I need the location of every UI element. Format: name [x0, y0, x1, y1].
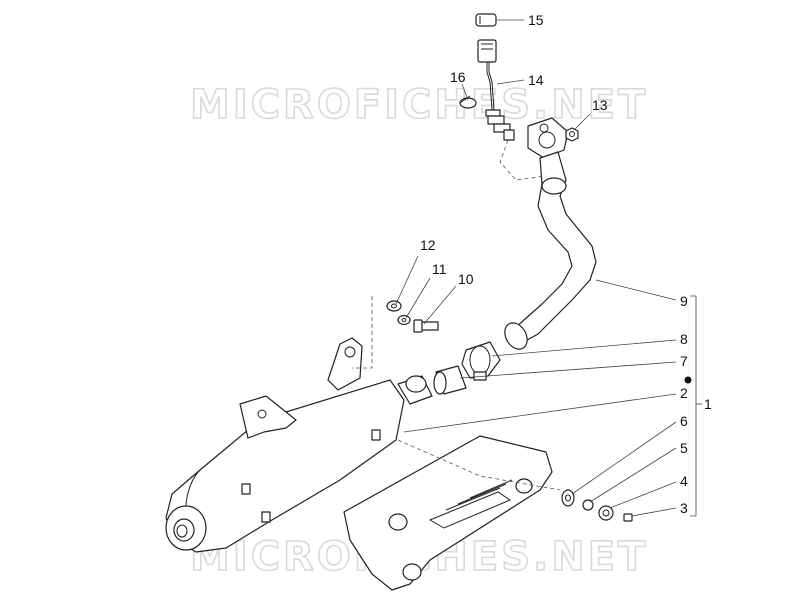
assembly-line-sensor	[499, 139, 547, 181]
washer-5	[582, 499, 594, 511]
leader-11	[405, 277, 431, 319]
spacer-6	[561, 489, 575, 507]
leader-14	[496, 79, 525, 85]
leader-4	[609, 481, 677, 509]
callout-16: 16	[450, 69, 466, 85]
callout-4: 4	[680, 473, 688, 489]
leader-8	[491, 339, 677, 357]
sensor-plug-cap	[475, 13, 497, 27]
leader-12	[395, 255, 419, 305]
callout-6: 6	[680, 413, 688, 429]
sensor-clip	[459, 95, 477, 109]
screw-3	[623, 513, 633, 522]
callout-3: 3	[680, 500, 688, 516]
callout-7: 7	[680, 353, 688, 369]
washer-11	[397, 314, 411, 326]
leader-5	[589, 447, 677, 503]
callout-11: 11	[432, 261, 447, 277]
callout-9: 9	[680, 293, 688, 309]
pipe-clamp	[461, 341, 501, 381]
callout-13: 13	[592, 97, 608, 113]
leader-13	[573, 113, 591, 131]
exhaust-header-pipe	[504, 117, 597, 350]
lambda-sensor	[477, 39, 515, 141]
leader-10	[423, 285, 457, 325]
leader-3	[631, 507, 677, 517]
exhaust-gasket	[433, 365, 467, 395]
heat-shield	[343, 435, 553, 591]
callout-8: 8	[680, 331, 688, 347]
watermark-top: MICROFICHES.NET	[190, 82, 648, 128]
rubber-grommet-4	[598, 505, 614, 521]
assembly-line-shield	[397, 439, 561, 491]
leader-9	[595, 279, 677, 301]
group-bracket	[690, 295, 697, 517]
callout-14: 14	[528, 72, 544, 88]
leader-2	[403, 393, 677, 433]
leader-7	[459, 361, 677, 379]
callout-15: 15	[528, 12, 544, 28]
washer-12	[386, 300, 402, 312]
callout-1: 1	[704, 396, 712, 412]
callout-5: 5	[680, 440, 688, 456]
assembly-line-bolt	[352, 296, 373, 369]
callout-12: 12	[420, 237, 436, 253]
callout-2: 2	[680, 385, 688, 401]
leader-6	[571, 421, 677, 495]
silencer	[165, 337, 433, 553]
callout-10: 10	[458, 271, 474, 287]
leader-16	[461, 83, 469, 101]
bolt-10	[413, 319, 439, 333]
bullet-marker	[684, 376, 692, 384]
flange-nut	[565, 127, 579, 142]
